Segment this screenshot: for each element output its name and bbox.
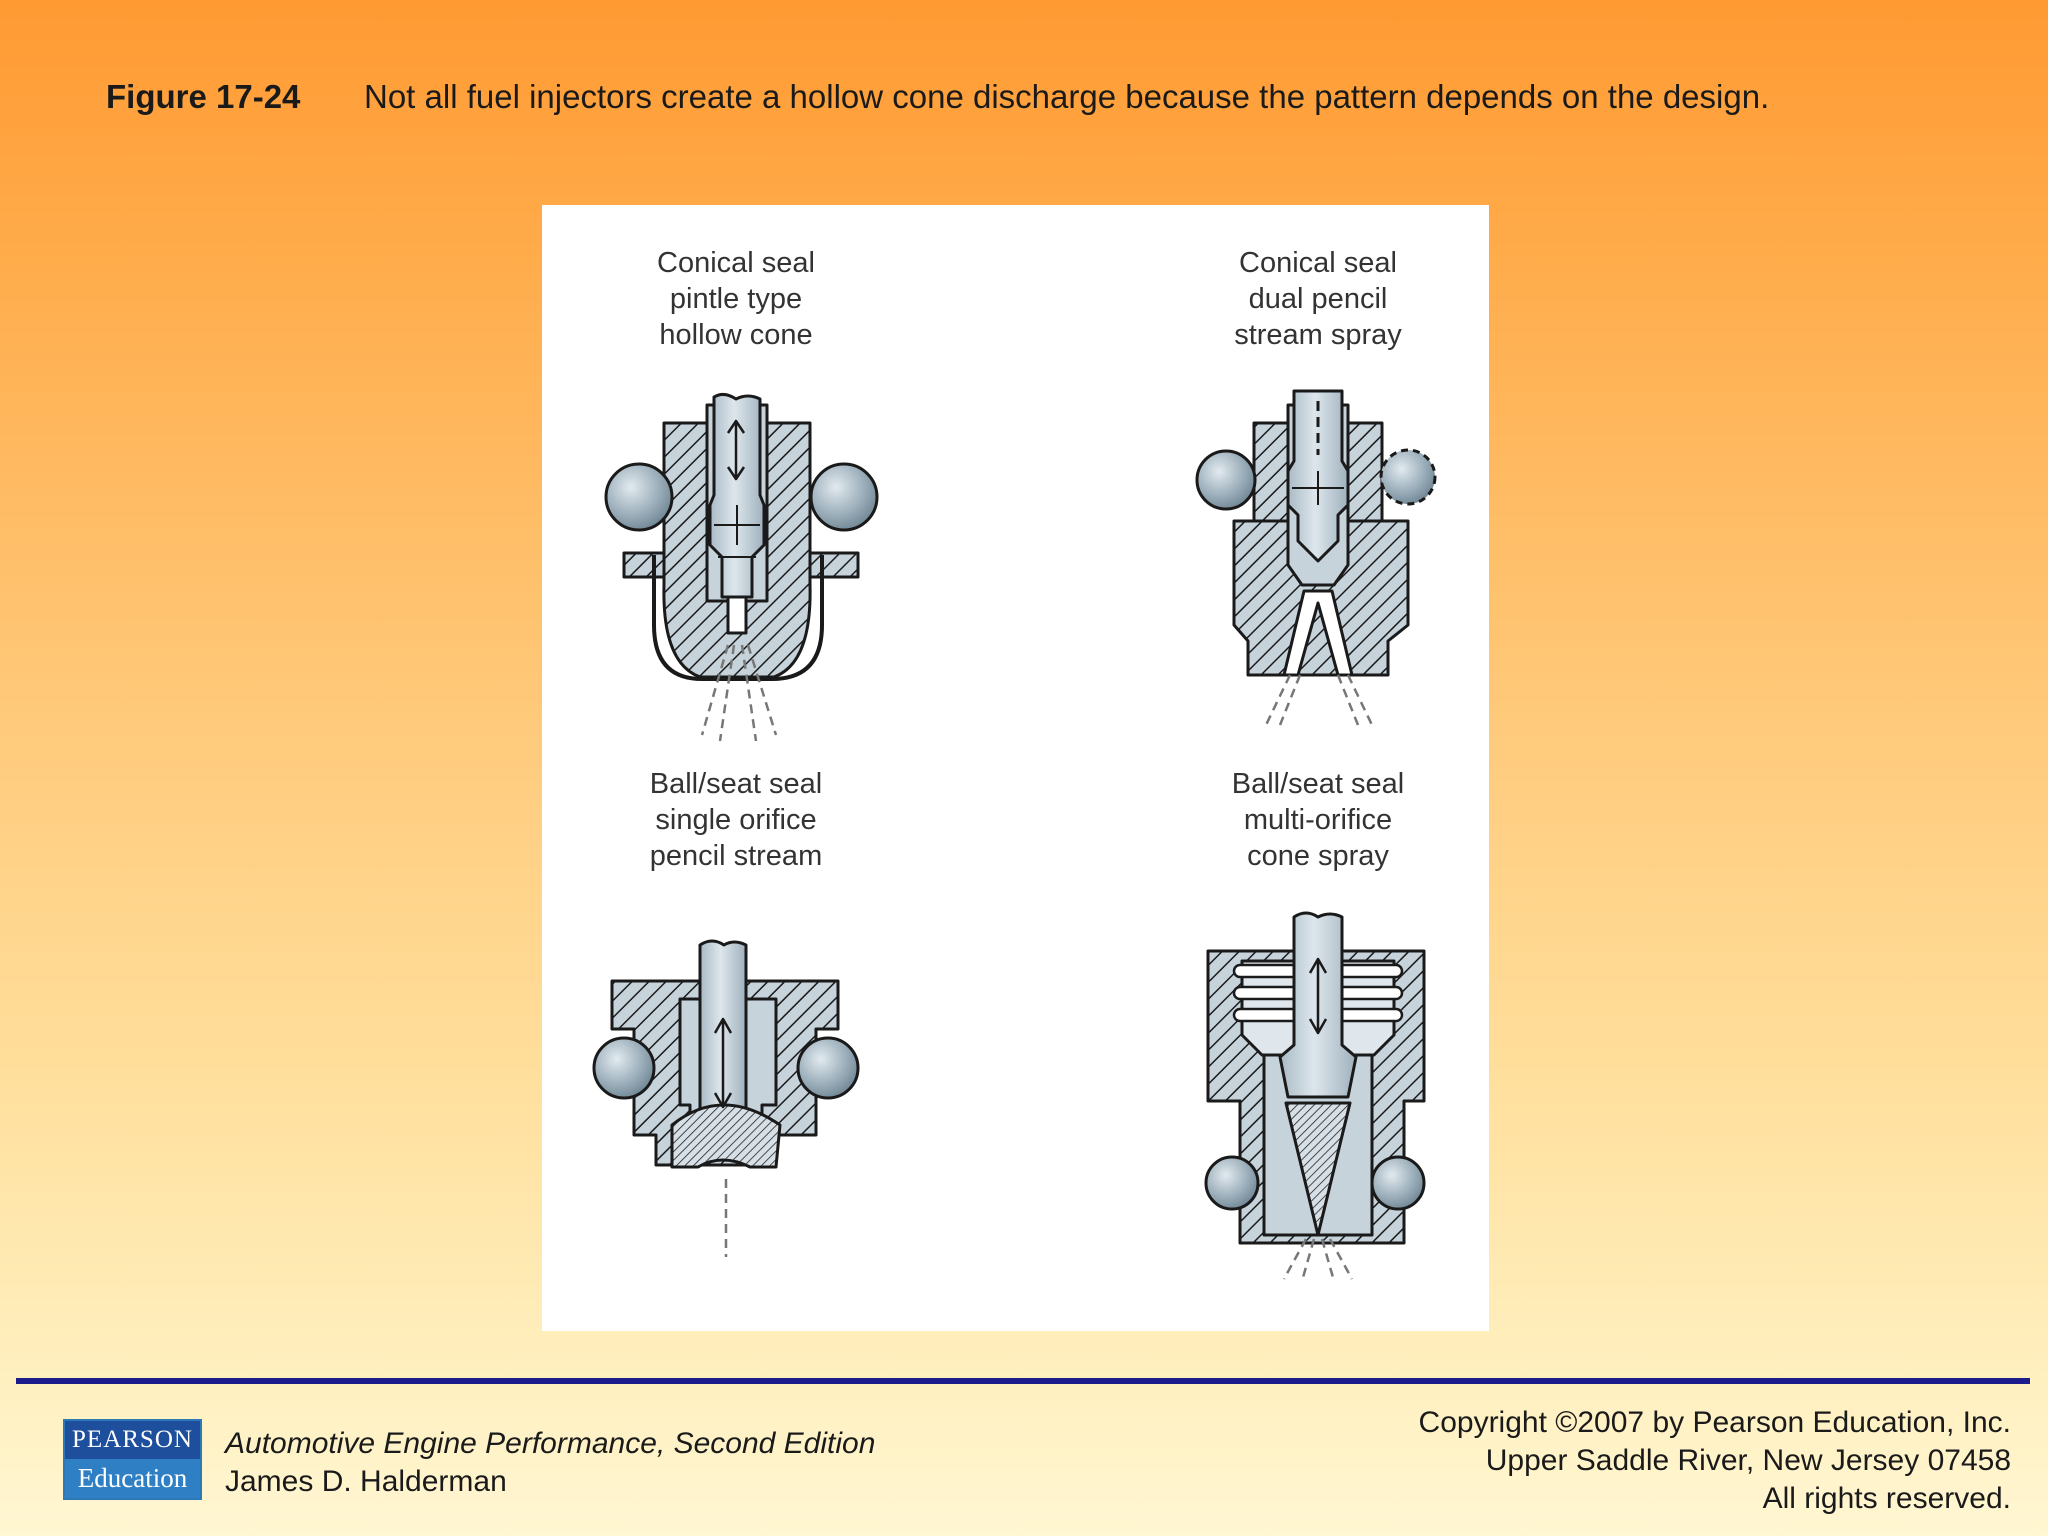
- publisher-address: Upper Saddle River, New Jersey 07458: [1485, 1444, 2011, 1477]
- injector-1-spray: [700, 644, 778, 742]
- figure-number: Figure 17-24: [106, 78, 301, 115]
- injector-1-label: Conical seal pintle type hollow cone: [657, 247, 815, 351]
- injector-4-drawing: [1204, 911, 1426, 1282]
- injector-3-oring-right: [796, 1036, 860, 1100]
- injector-4-label-line-3: cone spray: [1247, 840, 1389, 872]
- figure-caption: Figure 17-24 Not all fuel injectors creat…: [106, 78, 1769, 116]
- injector-3-oring-left: [592, 1036, 656, 1100]
- injector-4-spray: [1282, 1238, 1354, 1282]
- injector-4-label: Ball/seat seal multi-orifice cone spray: [1232, 768, 1405, 872]
- injector-1-oring-right: [809, 462, 879, 532]
- injector-2-label-line-2: dual pencil: [1249, 283, 1388, 315]
- book-author: James D. Halderman: [225, 1465, 507, 1498]
- injector-1-motion-arrow: [726, 419, 746, 481]
- injector-4-oring-right: [1370, 1155, 1426, 1211]
- injector-3-ball-seat: [670, 1103, 782, 1169]
- injector-1-oring-left: [604, 462, 674, 532]
- injector-3-label: Ball/seat seal single orifice pencil str…: [650, 768, 823, 872]
- copyright-notice: Copyright ©2007 by Pearson Education, In…: [1419, 1404, 2011, 1518]
- injector-1-tip: [726, 595, 748, 635]
- injector-4-label-line-1: Ball/seat seal: [1232, 768, 1405, 800]
- publisher-logo: PEARSON Education: [63, 1419, 202, 1500]
- diagram-panel: Conical seal pintle type hollow cone Con…: [542, 205, 1489, 1331]
- injector-2-label-line-1: Conical seal: [1239, 247, 1397, 279]
- injector-3-label-line-2: single orifice: [655, 804, 816, 836]
- injector-2-oring-right: [1379, 448, 1437, 506]
- injector-4-motion-arrow: [1308, 957, 1328, 1035]
- injector-4-orifice-cone: [1284, 1101, 1352, 1237]
- injector-3-motion-arrow: [713, 1017, 733, 1109]
- injector-3-label-line-3: pencil stream: [650, 840, 822, 872]
- injector-1-outer-shell: [652, 555, 824, 681]
- injector-4-label-line-2: multi-orifice: [1244, 804, 1392, 836]
- book-info: Automotive Engine Performance, Second Ed…: [225, 1425, 875, 1501]
- injector-2-drawing: [1195, 389, 1437, 726]
- injector-1-label-line-1: Conical seal: [657, 247, 815, 279]
- injector-1-label-line-2: pintle type: [670, 283, 802, 315]
- footer-divider: [16, 1378, 2030, 1384]
- injector-2-dual-orifice: [1282, 589, 1354, 677]
- caption-text: Not all fuel injectors create a hollow c…: [364, 78, 1770, 115]
- injector-4-oring-left: [1204, 1155, 1260, 1211]
- publisher-logo-top: PEARSON: [65, 1421, 200, 1459]
- copyright-line: Copyright ©2007 by Pearson Education, In…: [1418, 1406, 2011, 1439]
- injector-2-spray: [1264, 674, 1374, 726]
- publisher-logo-bottom: Education: [65, 1459, 200, 1498]
- injector-1-drawing: [604, 392, 879, 742]
- injector-1-label-line-3: hollow cone: [659, 319, 812, 351]
- injector-diagram: Conical seal pintle type hollow cone Con…: [592, 247, 1437, 1282]
- injector-2-label-line-3: stream spray: [1234, 319, 1402, 351]
- injector-3-label-line-1: Ball/seat seal: [650, 768, 823, 800]
- injector-2-label: Conical seal dual pencil stream spray: [1234, 247, 1402, 351]
- injector-3-drawing: [592, 939, 860, 1257]
- injector-2-oring-left: [1195, 449, 1257, 511]
- rights-line: All rights reserved.: [1762, 1482, 2011, 1515]
- book-title: Automotive Engine Performance, Second Ed…: [225, 1427, 876, 1460]
